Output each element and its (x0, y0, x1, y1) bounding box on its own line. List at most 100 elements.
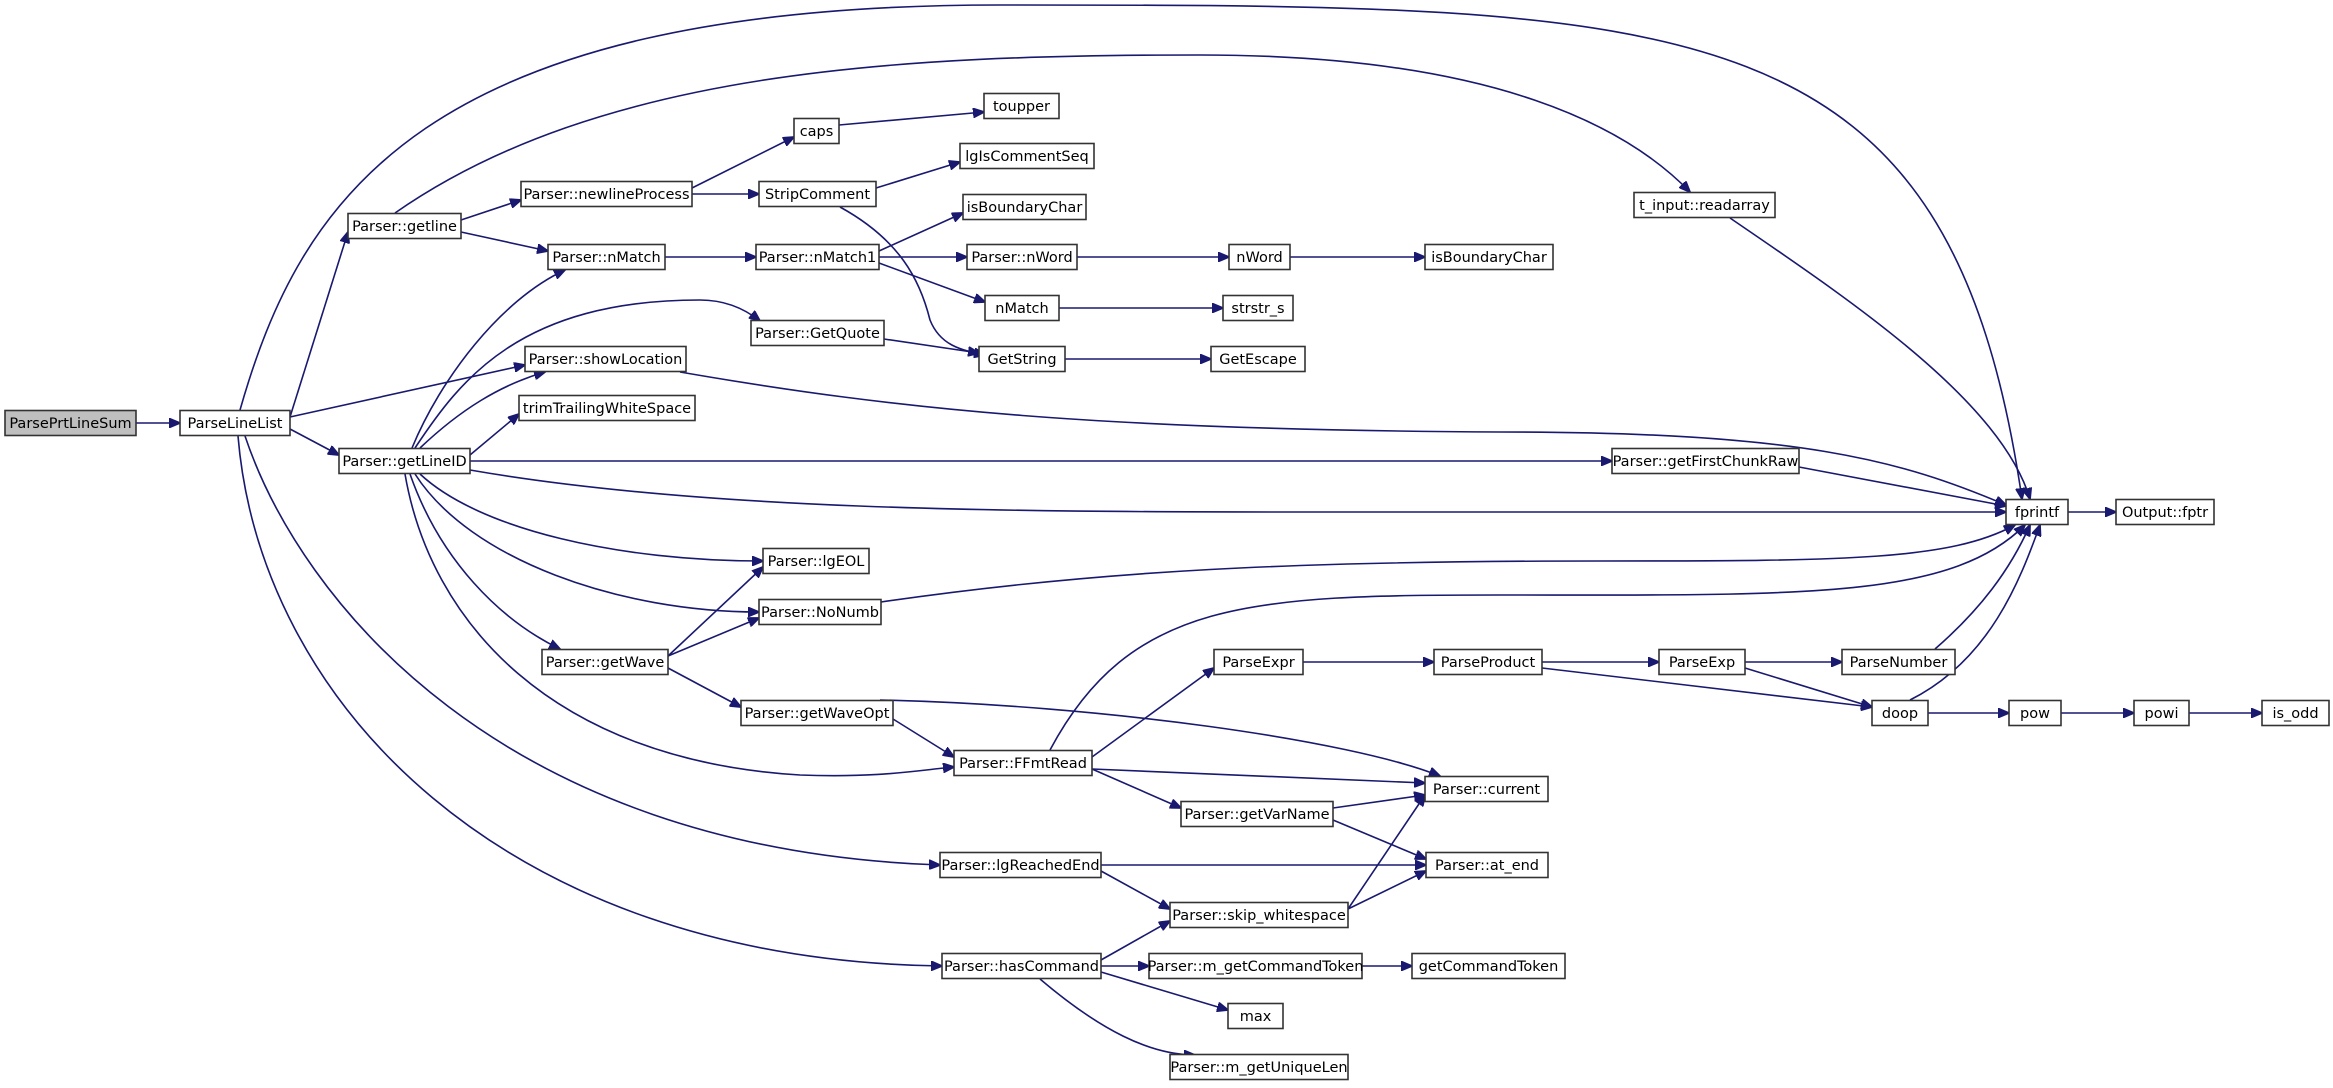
node-box[interactable] (953, 749, 1093, 777)
node-box[interactable] (541, 648, 669, 676)
node-m_getCommandToken[interactable]: Parser::m_getCommandToken (1148, 952, 1364, 980)
node-box[interactable] (1210, 345, 1306, 373)
node-fptr[interactable]: Output::fptr (2115, 498, 2215, 526)
node-NoNumb[interactable]: Parser::NoNumb (758, 598, 882, 626)
node-m_getUniqueLen[interactable]: Parser::m_getUniqueLen (1169, 1053, 1349, 1081)
node-lgEOL[interactable]: Parser::lgEOL (762, 547, 870, 575)
node-box[interactable] (338, 447, 471, 475)
edge-ParseLineList-to-getline (289, 232, 348, 418)
node-box[interactable] (1411, 952, 1566, 980)
node-showLocation[interactable]: Parser::showLocation (524, 345, 687, 373)
node-box[interactable] (179, 409, 291, 437)
node-StripComment[interactable]: StripComment (758, 180, 877, 208)
node-getFirstChunkRaw[interactable]: Parser::getFirstChunkRaw (1611, 447, 1800, 475)
node-fprintf[interactable]: fprintf (2005, 498, 2069, 526)
node-at_end[interactable]: Parser::at_end (1425, 851, 1549, 879)
node-box[interactable] (1841, 648, 1956, 676)
node-box[interactable] (347, 212, 462, 240)
node-box[interactable] (1871, 699, 1929, 727)
node-box[interactable] (1169, 901, 1349, 929)
node-getWaveOpt[interactable]: Parser::getWaveOpt (740, 699, 894, 727)
node-nWord[interactable]: nWord (1228, 243, 1291, 271)
node-GetString[interactable]: GetString (978, 345, 1066, 373)
node-newlineProcess[interactable]: Parser::newlineProcess (520, 180, 693, 208)
node-box[interactable] (518, 394, 696, 422)
node-ParseExpr[interactable]: ParseExpr (1213, 648, 1304, 676)
node-box[interactable] (758, 180, 877, 208)
node-box[interactable] (2261, 699, 2330, 727)
node-max[interactable]: max (1227, 1002, 1284, 1030)
node-box[interactable] (966, 243, 1078, 271)
node-caps[interactable]: caps (793, 117, 840, 145)
node-box[interactable] (1425, 851, 1549, 879)
node-pow[interactable]: pow (2008, 699, 2062, 727)
node-box[interactable] (1611, 447, 1800, 475)
node-ParseExp[interactable]: ParseExp (1658, 648, 1746, 676)
node-nMatch[interactable]: nMatch (984, 294, 1060, 322)
node-ParseProduct[interactable]: ParseProduct (1433, 648, 1543, 676)
node-box[interactable] (939, 851, 1102, 879)
node-current[interactable]: Parser::current (1424, 775, 1549, 803)
node-box[interactable] (959, 142, 1095, 170)
node-trimTrailingWhiteSpace[interactable]: trimTrailingWhiteSpace (518, 394, 696, 422)
node-getWave[interactable]: Parser::getWave (541, 648, 669, 676)
node-box[interactable] (984, 294, 1060, 322)
node-box[interactable] (2133, 699, 2190, 727)
node-box[interactable] (941, 952, 1102, 980)
node-box[interactable] (524, 345, 687, 373)
node-ParseLineList[interactable]: ParseLineList (179, 409, 291, 437)
node-lgIsCommentSeq[interactable]: lgIsCommentSeq (959, 142, 1095, 170)
node-box[interactable] (520, 180, 693, 208)
node-box[interactable] (2008, 699, 2062, 727)
node-box[interactable] (740, 699, 894, 727)
node-toupper[interactable]: toupper (983, 92, 1060, 120)
node-box[interactable] (2005, 498, 2069, 526)
node-box[interactable] (1148, 952, 1363, 980)
node-getLineID[interactable]: Parser::getLineID (338, 447, 471, 475)
node-box[interactable] (1424, 775, 1549, 803)
node-hasCommand[interactable]: Parser::hasCommand (941, 952, 1102, 980)
node-box[interactable] (758, 598, 882, 626)
node-nWordP[interactable]: Parser::nWord (966, 243, 1078, 271)
node-nMatch1[interactable]: Parser::nMatch1 (755, 243, 880, 271)
node-readarray[interactable]: t_input::readarray (1633, 191, 1776, 219)
node-getCommandToken[interactable]: getCommandToken (1411, 952, 1566, 980)
node-box[interactable] (4, 409, 137, 437)
node-box[interactable] (1658, 648, 1746, 676)
node-skip_whitespace[interactable]: Parser::skip_whitespace (1169, 901, 1349, 929)
node-box[interactable] (983, 92, 1060, 120)
node-box[interactable] (1222, 294, 1294, 322)
node-GetQuote[interactable]: Parser::GetQuote (750, 319, 885, 347)
node-box[interactable] (750, 319, 885, 347)
node-getline[interactable]: Parser::getline (347, 212, 462, 240)
node-nMatchP[interactable]: Parser::nMatch (547, 243, 666, 271)
node-strstr_s[interactable]: strstr_s (1222, 294, 1294, 322)
node-box[interactable] (547, 243, 666, 271)
node-ParseNumber[interactable]: ParseNumber (1841, 648, 1956, 676)
node-box[interactable] (1633, 191, 1776, 219)
node-box[interactable] (1228, 243, 1291, 271)
node-getVarName[interactable]: Parser::getVarName (1180, 800, 1334, 828)
node-isBoundaryChar2[interactable]: isBoundaryChar (1424, 243, 1554, 271)
node-powi[interactable]: powi (2133, 699, 2190, 727)
node-FFmtRead[interactable]: Parser::FFmtRead (953, 749, 1093, 777)
node-ParsePrtLineSum[interactable]: ParsePrtLineSum (4, 409, 137, 437)
node-box[interactable] (1433, 648, 1543, 676)
node-box[interactable] (2115, 498, 2215, 526)
node-box[interactable] (978, 345, 1066, 373)
node-box[interactable] (962, 193, 1087, 221)
node-box[interactable] (755, 243, 880, 271)
node-GetEscape[interactable]: GetEscape (1210, 345, 1306, 373)
node-lgReachedEnd[interactable]: Parser::lgReachedEnd (939, 851, 1102, 879)
node-doop[interactable]: doop (1871, 699, 1929, 727)
node-isBoundaryChar1[interactable]: isBoundaryChar (962, 193, 1087, 221)
node-box[interactable] (1213, 648, 1304, 676)
node-box[interactable] (762, 547, 870, 575)
edges-layer (136, 4, 2262, 1055)
node-box[interactable] (1180, 800, 1334, 828)
node-box[interactable] (793, 117, 840, 145)
node-box[interactable] (1424, 243, 1554, 271)
node-is_odd[interactable]: is_odd (2261, 699, 2330, 727)
node-box[interactable] (1227, 1002, 1284, 1030)
node-box[interactable] (1169, 1053, 1349, 1081)
